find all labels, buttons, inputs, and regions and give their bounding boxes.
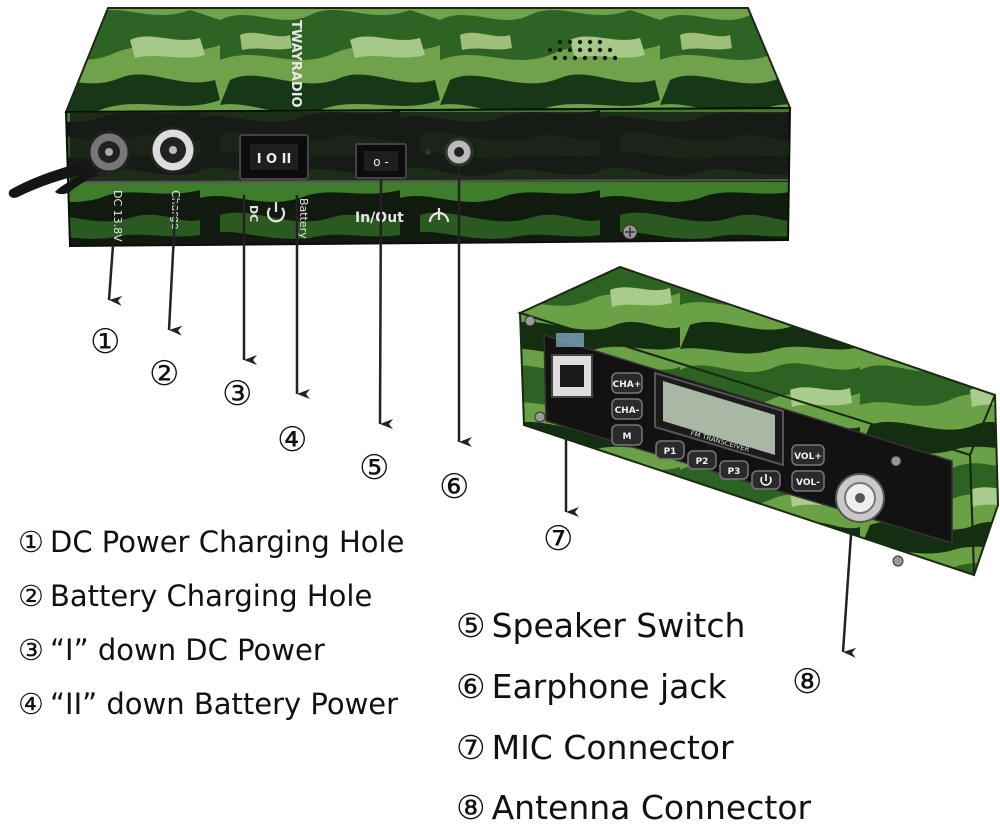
callout-2: ② (149, 354, 180, 394)
svg-text:P1: P1 (664, 447, 677, 457)
svg-text:CHA+: CHA+ (613, 380, 642, 390)
legend-marker: ⑥ (456, 667, 486, 706)
legend-text: Earphone jack (491, 667, 727, 706)
p1-button[interactable]: P1 (655, 440, 685, 460)
arrow-1 (107, 244, 123, 306)
legend-marker: ⑦ (456, 728, 486, 767)
dc-charging-jack[interactable] (87, 130, 131, 174)
battery-switch-label: Battery (297, 198, 310, 239)
legend-text: Battery Charging Hole (50, 579, 373, 613)
power-icon (760, 474, 772, 486)
arrow-2 (167, 194, 183, 336)
power-button[interactable] (751, 470, 781, 490)
cha-minus-button[interactable]: CHA- (611, 398, 643, 420)
callout-4: ④ (277, 420, 308, 460)
svg-text:VOL-: VOL- (796, 478, 820, 488)
brand-label: TWAYRADIO (288, 20, 303, 108)
led-indicator (425, 149, 431, 155)
legend-item-3: ③“I” down DC Power (18, 636, 325, 665)
legend-marker: ③ (18, 633, 44, 667)
svg-text:o -: o - (373, 155, 389, 169)
radio-rear-view: TWAYRADIO I O II o - DC 13.8V Charge DC … (8, 7, 792, 248)
label-sticker (556, 333, 584, 347)
callout-6: ⑥ (439, 467, 470, 507)
vol-plus-button[interactable]: VOL+ (791, 444, 825, 466)
callout-7: ⑦ (543, 519, 574, 559)
legend-item-4: ④“II” down Battery Power (18, 690, 398, 719)
callout-5: ⑤ (359, 448, 390, 488)
rubber-cap (8, 160, 95, 198)
svg-text:P3: P3 (728, 467, 741, 477)
dc-label: DC 13.8V (111, 190, 124, 242)
headphone-icon (428, 208, 450, 223)
battery-charging-jack[interactable] (149, 126, 197, 174)
legend-text: “II” down Battery Power (50, 687, 399, 721)
legend-text: DC Power Charging Hole (50, 525, 405, 559)
legend-text: MIC Connector (491, 728, 734, 767)
legend-text: Antenna Connector (491, 788, 812, 827)
mic-connector[interactable] (551, 354, 593, 398)
legend-marker: ⑤ (456, 606, 486, 645)
power-icon (266, 202, 286, 223)
m-button[interactable]: M (611, 424, 643, 446)
legend-marker: ② (18, 579, 44, 613)
screw (524, 315, 904, 567)
svg-text:I O II: I O II (257, 152, 292, 167)
legend-text: “I” down DC Power (50, 633, 325, 667)
legend-marker: ⑧ (456, 788, 486, 827)
svg-text:M: M (623, 432, 632, 442)
in-out-label: In/Out (355, 210, 404, 226)
svg-text:CHA-: CHA- (615, 406, 640, 416)
screw (622, 224, 638, 240)
callout-3: ③ (222, 374, 253, 414)
vol-minus-button[interactable]: VOL- (791, 470, 825, 492)
legend-marker: ① (18, 525, 44, 559)
cha-plus-button[interactable]: CHA+ (611, 372, 643, 394)
speaker-switch[interactable]: o - (355, 143, 407, 179)
antenna-connector[interactable] (835, 473, 885, 523)
svg-text:P2: P2 (696, 457, 709, 467)
arrow-5 (378, 179, 394, 430)
power-source-switch[interactable]: I O II (239, 134, 309, 180)
p3-button[interactable]: P3 (719, 460, 749, 480)
dc-switch-label: DC (247, 205, 260, 222)
legend-text: Speaker Switch (491, 606, 746, 645)
earphone-jack[interactable] (444, 137, 474, 167)
callout-8: ⑧ (792, 662, 823, 702)
callout-1: ① (90, 322, 121, 362)
legend-marker: ④ (18, 687, 44, 721)
p2-button[interactable]: P2 (687, 450, 717, 470)
speaker-grille (547, 39, 618, 61)
arrow-8 (841, 519, 857, 658)
svg-text:VOL+: VOL+ (794, 452, 822, 462)
radio-front-view: FM TRANSCEIVER CHA+ CHA- M P1 P2 P3 (517, 265, 1000, 577)
